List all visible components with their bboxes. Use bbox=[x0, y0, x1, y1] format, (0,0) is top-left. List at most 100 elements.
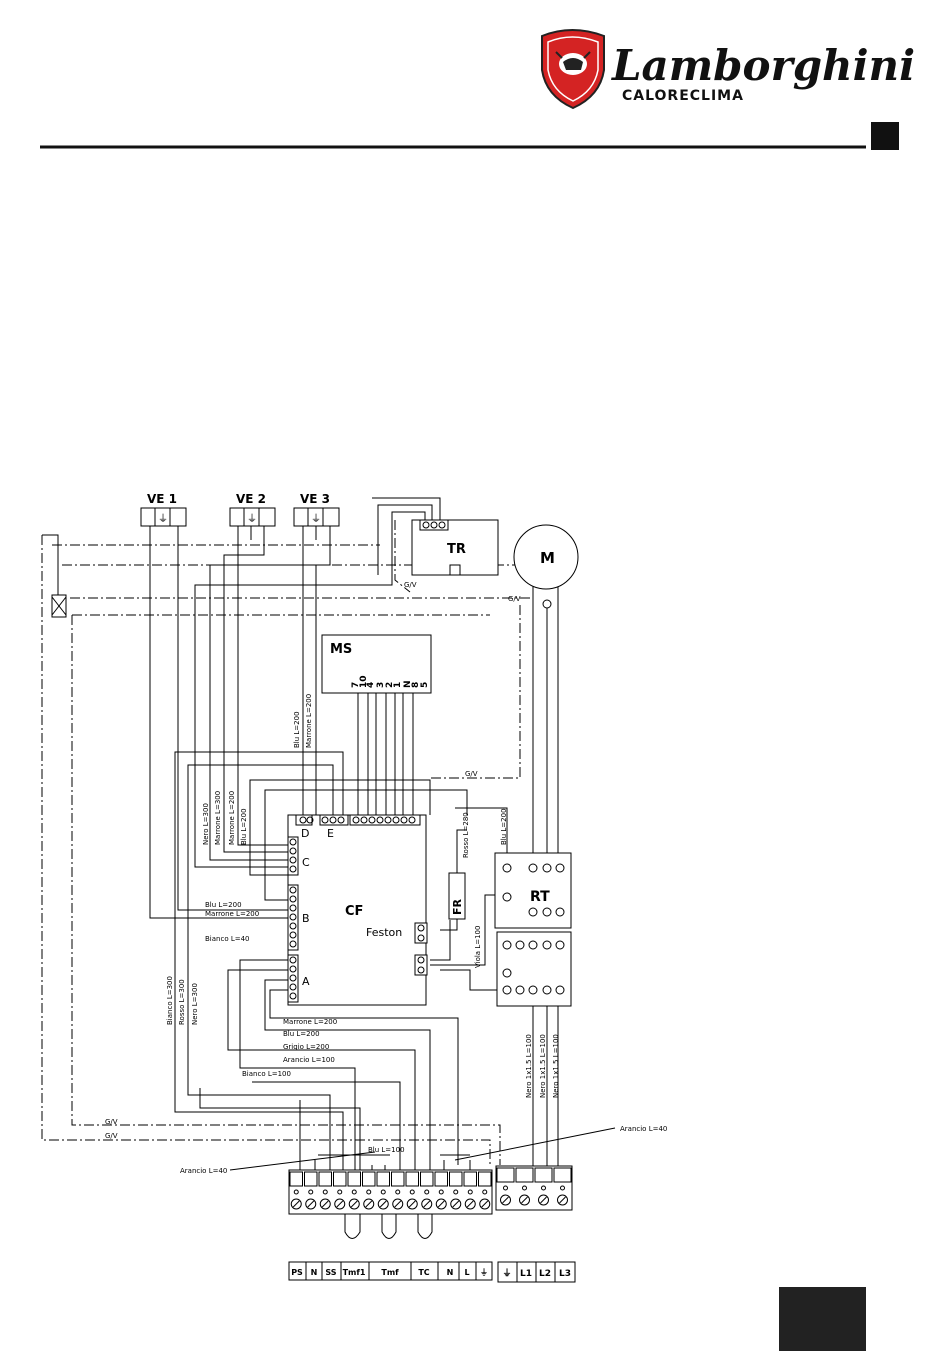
cf-pin bbox=[289, 865, 297, 873]
gv-label-motor: G/V bbox=[508, 595, 521, 603]
cf-pin bbox=[376, 816, 384, 824]
cf-pin bbox=[289, 847, 297, 855]
terminal-cell bbox=[391, 1171, 405, 1187]
wire-label: Arancio L=40 bbox=[620, 1125, 667, 1133]
cf-pin bbox=[289, 886, 297, 894]
terminal-cell bbox=[434, 1171, 448, 1187]
cf-pin bbox=[337, 816, 345, 824]
connector-c-label: C bbox=[302, 856, 310, 869]
terminal-screw-slot bbox=[437, 1200, 445, 1208]
cf-top-pins bbox=[299, 816, 416, 824]
wire-label: Bianco L=40 bbox=[205, 935, 250, 943]
terminal-cell bbox=[376, 1171, 390, 1187]
wire-label: Nero L=300 bbox=[202, 803, 210, 845]
terminal-cell bbox=[289, 1171, 303, 1187]
motor-label: M bbox=[540, 549, 555, 567]
wire-label: Marrone L=200 bbox=[205, 910, 259, 918]
gv-label-bottom-1: G/V bbox=[105, 1118, 118, 1126]
cf-pin bbox=[321, 816, 329, 824]
terminal-label: ⏚ bbox=[502, 1268, 511, 1279]
terminal-hole bbox=[467, 1189, 473, 1195]
terminal-hole bbox=[482, 1189, 488, 1195]
cf-pin bbox=[289, 992, 297, 1000]
terminal-screw-slot bbox=[307, 1200, 315, 1208]
cf-pin bbox=[289, 904, 297, 912]
terminal-strip-power bbox=[495, 1165, 573, 1211]
terminal-screw-slot bbox=[502, 1196, 509, 1204]
ve3-label: VE 3 bbox=[300, 492, 330, 506]
gv-label-cf: G/V bbox=[465, 770, 478, 778]
wire-labels: G/V G/V G/V G/V G/V Blu L=200 Marrone L=… bbox=[105, 581, 667, 1175]
cf-pin bbox=[289, 931, 297, 939]
footer-tab-marker bbox=[779, 1287, 866, 1351]
fr-fuse bbox=[448, 872, 466, 920]
cf-pin bbox=[289, 940, 297, 948]
terminal-cell bbox=[534, 1167, 553, 1183]
terminal-screw-slot bbox=[336, 1200, 344, 1208]
earth-clamp-icon bbox=[51, 594, 67, 618]
cf-pin bbox=[289, 974, 297, 982]
terminal-label: L2 bbox=[539, 1269, 551, 1279]
terminal-label: L3 bbox=[559, 1269, 571, 1279]
wire-label: Blu L=200 bbox=[283, 1030, 320, 1038]
terminal-label: SS bbox=[325, 1268, 336, 1277]
svg-text:⏚: ⏚ bbox=[247, 513, 257, 525]
cf-pin bbox=[289, 965, 297, 973]
terminal-screw-slot bbox=[292, 1200, 300, 1208]
page-tab-marker bbox=[871, 122, 899, 150]
terminal-label: ⏚ bbox=[480, 1268, 488, 1277]
terminal-hole bbox=[395, 1189, 401, 1195]
connector-b-label: B bbox=[302, 912, 310, 925]
terminal-label: PS bbox=[291, 1268, 303, 1277]
terminal-cell bbox=[515, 1167, 534, 1183]
terminal-cell bbox=[362, 1171, 376, 1187]
terminal-cell bbox=[553, 1167, 572, 1183]
cf-pin-block bbox=[287, 954, 299, 1003]
rt-thermostat bbox=[494, 852, 572, 1007]
cf-pin bbox=[289, 983, 297, 991]
cf-pin bbox=[289, 838, 297, 846]
cf-pin bbox=[289, 956, 297, 964]
cf-pin bbox=[329, 816, 337, 824]
cf-pin bbox=[352, 816, 360, 824]
cf-pin-block bbox=[287, 884, 299, 951]
cf-pin bbox=[299, 816, 307, 824]
ms-pin-label: 5 bbox=[420, 682, 430, 688]
terminal-screw-slot bbox=[540, 1196, 547, 1204]
terminal-hole bbox=[293, 1189, 299, 1195]
cf-left-pins bbox=[287, 836, 299, 1003]
terminal-cell bbox=[347, 1171, 361, 1187]
fr-label: FR bbox=[451, 898, 464, 915]
wire-label: Blu L=200 bbox=[205, 901, 242, 909]
terminal-hole bbox=[541, 1185, 546, 1191]
rt-label: RT bbox=[530, 889, 550, 905]
terminal-hole bbox=[337, 1189, 343, 1195]
wire-label: Marrone L=200 bbox=[283, 1018, 337, 1026]
wire-label: Blu L=200 bbox=[240, 808, 248, 845]
terminal-label: Tmf1 bbox=[343, 1268, 366, 1277]
cf-pin bbox=[384, 816, 392, 824]
tr-transformer bbox=[411, 519, 499, 576]
cf-pin bbox=[289, 913, 297, 921]
terminal-screw-slot bbox=[481, 1200, 489, 1208]
ms-pin-label: N bbox=[403, 680, 413, 688]
terminal-cell bbox=[449, 1171, 463, 1187]
wire-label: Marrone L=200 bbox=[228, 791, 236, 845]
svg-text:⏚: ⏚ bbox=[158, 513, 168, 525]
terminal-hole bbox=[560, 1185, 565, 1191]
wire-label: Blu L=200 bbox=[500, 808, 508, 845]
wire-label: Rosso L=280 bbox=[462, 812, 470, 858]
cf-label: CF bbox=[345, 904, 363, 919]
terminal-hole bbox=[380, 1189, 386, 1195]
ms-pin-label: 4 bbox=[366, 682, 376, 688]
terminal-screw-slot bbox=[394, 1200, 402, 1208]
terminal-label: L1 bbox=[520, 1269, 532, 1279]
terminal-screw-slot bbox=[408, 1200, 416, 1208]
feston-terminals bbox=[414, 922, 428, 976]
terminal-cell bbox=[463, 1171, 477, 1187]
terminal-hole bbox=[503, 1185, 508, 1191]
cf-pin bbox=[392, 816, 400, 824]
feston-label: Feston bbox=[366, 926, 402, 939]
terminal-hole bbox=[424, 1189, 430, 1195]
wire-label: Bianco L=100 bbox=[242, 1070, 291, 1078]
